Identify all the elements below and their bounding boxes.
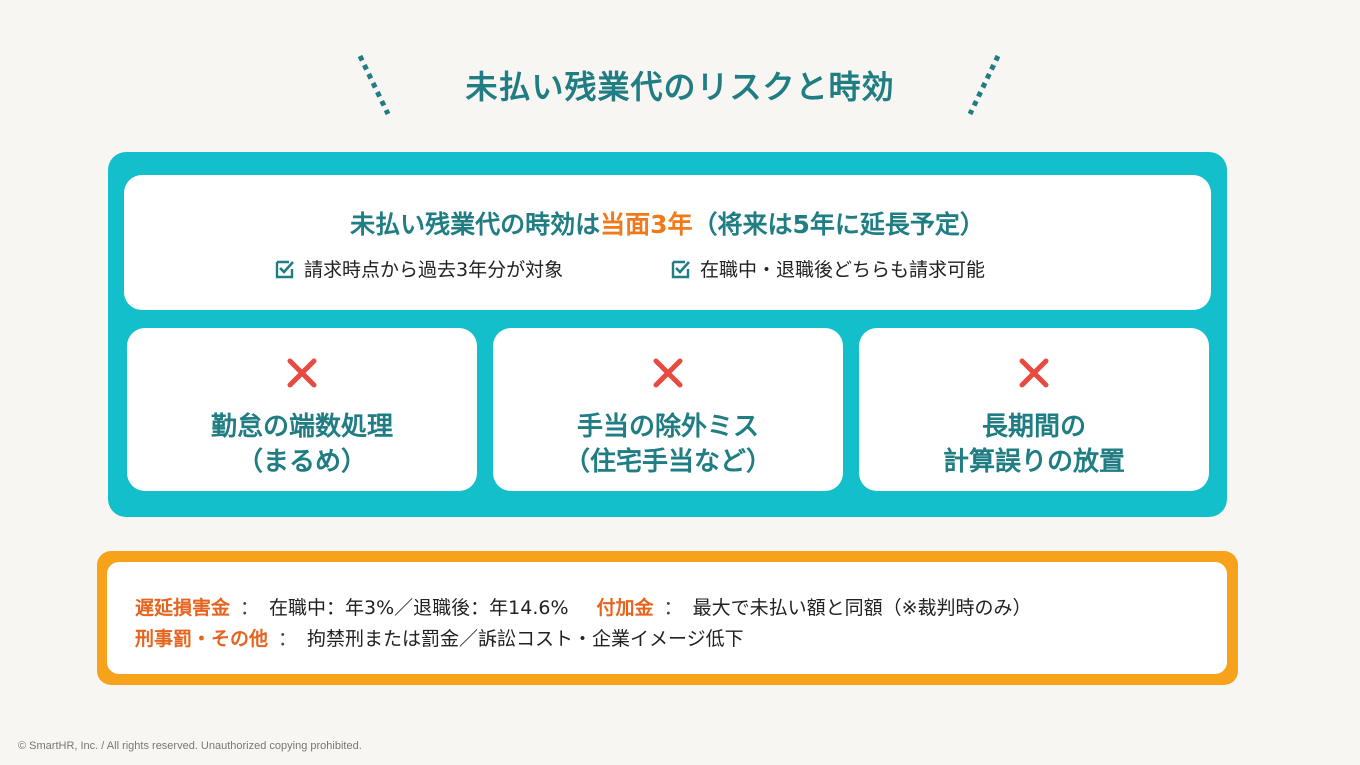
risk-title: 長期間の [981,412,1086,442]
risk-card-allowance: 手当の除外ミス （住宅手当など） [493,328,843,491]
penalty-card: 遅延損害金 ： 在職中：年3%／退職後：年14.6% 付加金 ： 最大で未払い額と同額（※… [107,562,1227,674]
check-item: 在職中・退職後どちらも請求可能 [670,255,985,282]
cross-icon [1019,358,1049,388]
decorative-dash-left-icon [357,54,391,116]
criminal-penalty-text: 拘禁刑または罰金／訴訟コスト・企業イメージ低下 [307,628,744,650]
statute-summary-card: 未払い残業代の時効は当面3年（将来は5年に延長予定） 請求時点から過去3年分が対… [124,175,1211,310]
criminal-penalty-label: 刑事罰・その他 [135,628,269,650]
risk-card-rounding: 勤怠の端数処理 （まるめ） [127,328,477,491]
risk-title: 手当の除外ミス [576,412,759,442]
checkbox-check-icon [671,260,690,278]
delay-damages-label: 遅延損害金 [135,597,231,619]
check-item-text: 請求時点から過去3年分が対象 [304,259,564,281]
page-title: 未払い残業代のリスクと時効 [465,68,895,106]
risk-subtitle: （住宅手当など） [563,447,772,477]
penalty-row: 遅延損害金 ： 在職中：年3%／退職後：年14.6% 付加金 ： 最大で未払い額と同額（※… [135,593,1032,620]
headline-highlight: 当面3年 [600,210,693,239]
penalty-row: 刑事罰・その他 ： 拘禁刑または罰金／訴訟コスト・企業イメージ低下 [135,624,744,651]
risk-subtitle: （まるめ） [236,447,367,477]
risk-title: 勤怠の端数処理 [210,412,393,442]
label-separator: ： [240,597,260,619]
cross-icon [653,358,683,388]
check-item: 請求時点から過去3年分が対象 [274,255,563,282]
check-item-text: 在職中・退職後どちらも請求可能 [700,259,986,281]
copyright-footer: © SmartHR, Inc. / All rights reserved. U… [18,740,362,752]
cross-icon [287,358,317,388]
statute-headline: 未払い残業代の時効は当面3年（将来は5年に延長予定） [124,205,1211,241]
surcharge-label: 付加金 [596,597,654,619]
headline-suffix: （将来は5年に延長予定） [692,210,985,239]
risk-subtitle: 計算誤りの放置 [942,447,1125,477]
label-separator: ： [278,628,298,650]
decorative-dash-right-icon [967,54,1001,116]
surcharge-text: 最大で未払い額と同額（※裁判時のみ） [692,597,1032,619]
risk-card-long-term-error: 長期間の 計算誤りの放置 [859,328,1209,491]
delay-damages-text: 在職中：年3%／退職後：年14.6% [269,597,569,619]
headline-prefix: 未払い残業代の時効は [350,210,601,239]
label-separator: ： [663,597,683,619]
checkbox-check-icon [275,260,294,278]
